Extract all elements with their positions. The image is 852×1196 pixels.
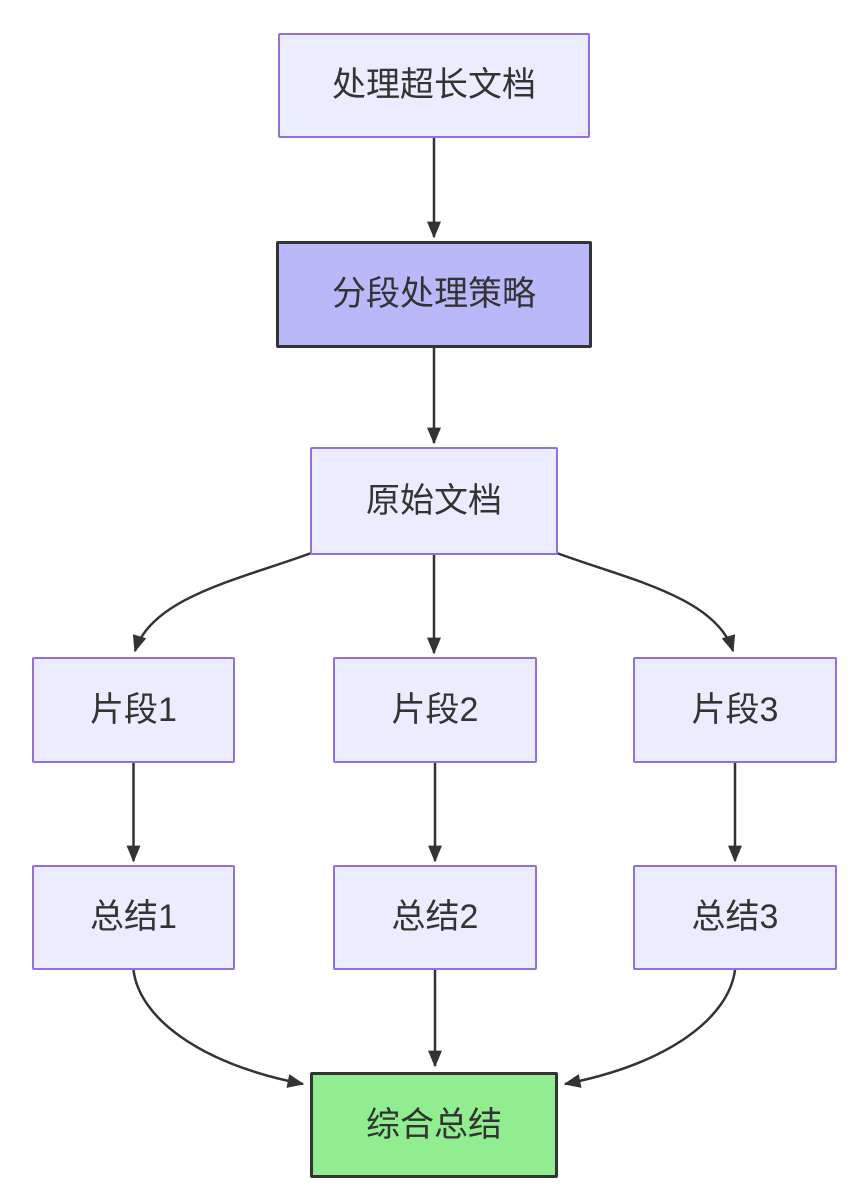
node-summary-2: 总结2 bbox=[333, 865, 537, 970]
node-combined-summary-label: 综合总结 bbox=[366, 1105, 502, 1144]
node-fragment-2: 片段2 bbox=[333, 657, 537, 763]
node-summary-2-label: 总结2 bbox=[391, 898, 479, 937]
node-original-document: 原始文档 bbox=[310, 447, 558, 555]
node-fragment-3: 片段3 bbox=[633, 657, 837, 763]
edge-e1-f bbox=[132, 969, 305, 1088]
node-process-long-document: 处理超长文档 bbox=[278, 33, 590, 138]
edge-c-d1 bbox=[132, 550, 315, 653]
node-combined-summary: 综合总结 bbox=[310, 1072, 558, 1178]
node-fragment-1: 片段1 bbox=[32, 657, 235, 763]
node-fragment-3-label: 片段3 bbox=[691, 690, 779, 729]
node-original-document-label: 原始文档 bbox=[366, 481, 502, 520]
node-summary-1-label: 总结1 bbox=[90, 898, 177, 937]
node-summary-3-label: 总结3 bbox=[691, 898, 779, 937]
edge-e3-f bbox=[563, 969, 737, 1088]
node-summary-3: 总结3 bbox=[633, 865, 837, 970]
node-segmented-processing-strategy-label: 分段处理策略 bbox=[332, 275, 536, 314]
node-process-long-document-label: 处理超长文档 bbox=[332, 66, 536, 105]
node-summary-1: 总结1 bbox=[32, 865, 235, 970]
node-segmented-processing-strategy: 分段处理策略 bbox=[276, 241, 592, 348]
node-fragment-2-label: 片段2 bbox=[391, 690, 479, 729]
node-fragment-1-label: 片段1 bbox=[90, 690, 177, 729]
edge-c-d3 bbox=[553, 550, 736, 653]
